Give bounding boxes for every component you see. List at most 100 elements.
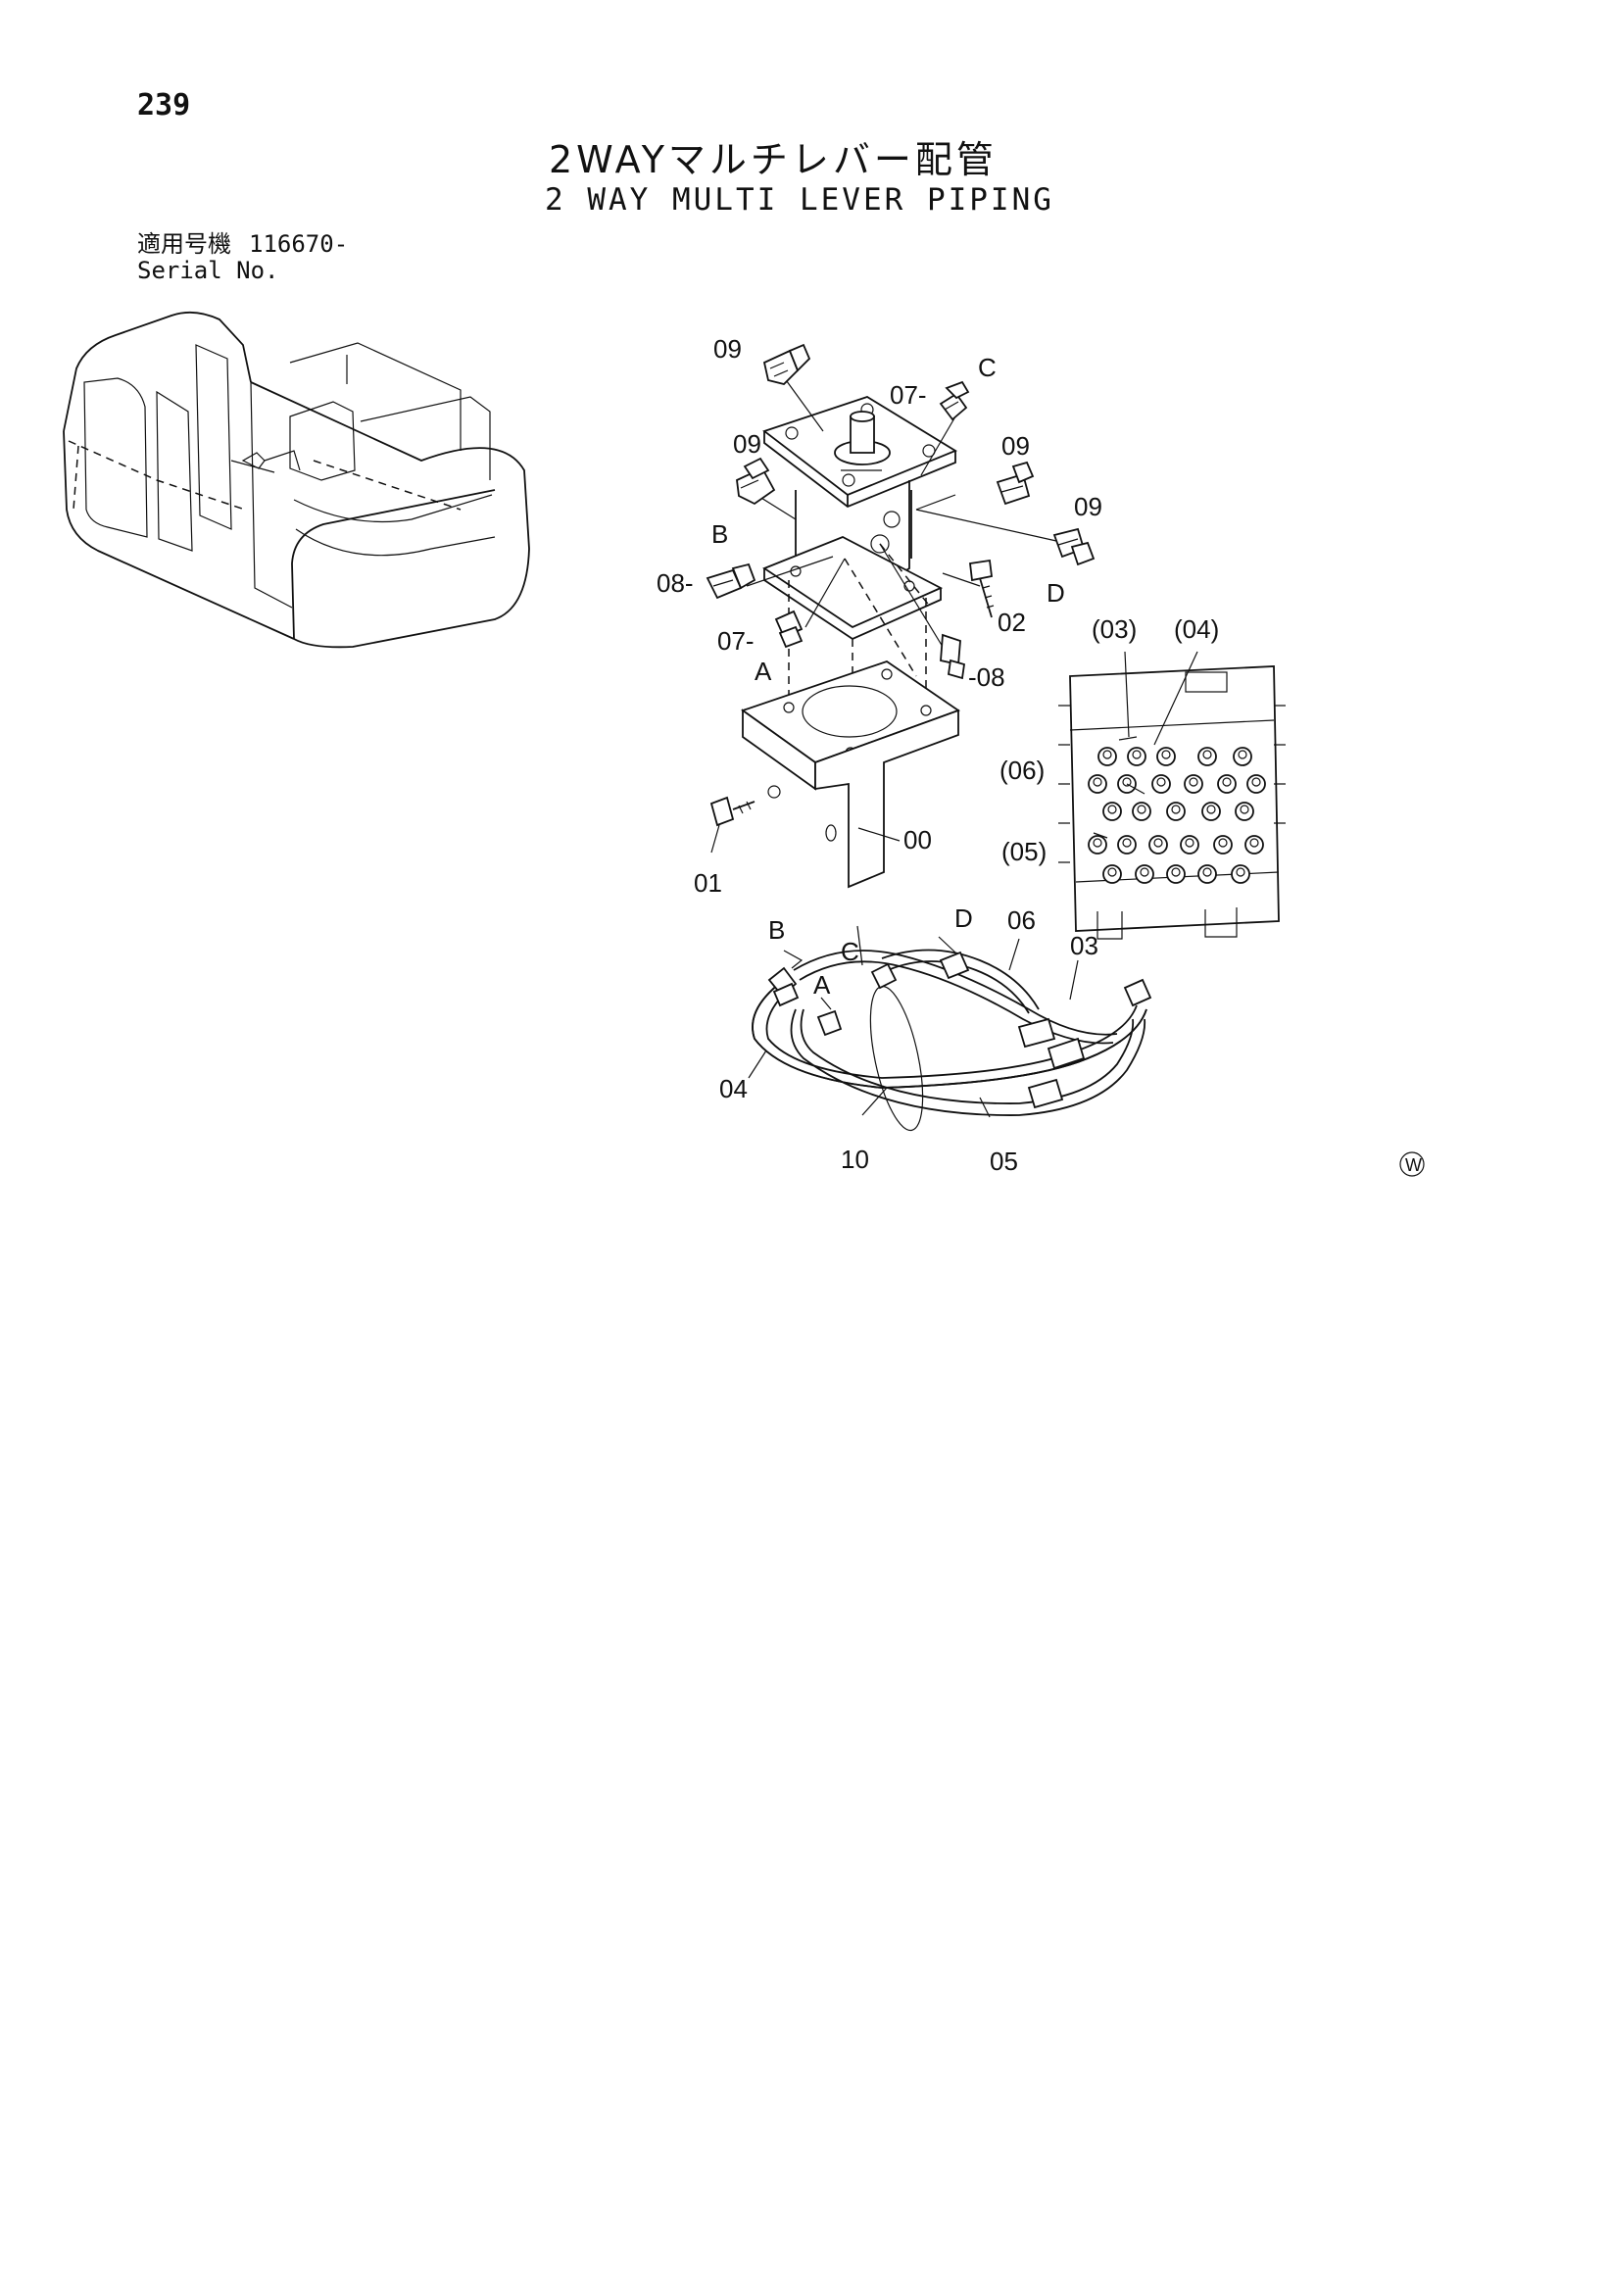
callout-03-hose: 03	[1070, 931, 1098, 960]
valve-port	[1135, 864, 1154, 884]
watermark-symbol: W	[1399, 1151, 1425, 1177]
serial-label-japanese: 適用号機	[137, 230, 231, 258]
valve-port-inner	[1189, 777, 1198, 787]
serial-label-english: Serial No.	[137, 257, 279, 284]
watermark-letter: W	[1405, 1155, 1422, 1175]
valve-port	[1097, 747, 1117, 766]
callout-01: 01	[694, 868, 722, 898]
valve-port	[1088, 774, 1107, 794]
valve-port	[1166, 802, 1186, 821]
callout-03-paren: (03)	[1092, 614, 1137, 644]
valve-port	[1184, 774, 1203, 794]
callout-09-left: 09	[733, 429, 761, 459]
callout-08-left: 08-	[657, 568, 694, 598]
callout-06-hose: 06	[1007, 905, 1036, 935]
bolt-02	[969, 559, 995, 618]
valve-port	[1235, 802, 1254, 821]
callout-00: 00	[903, 825, 932, 855]
valve-port	[1197, 864, 1217, 884]
callout-06-paren: (06)	[999, 756, 1045, 785]
valve-port-inner	[1202, 750, 1212, 759]
serial-value: 116670-	[249, 230, 349, 258]
fitting-09-right	[996, 461, 1035, 506]
valve-assembly	[746, 376, 1057, 745]
callout-08-right: -08	[968, 662, 1005, 692]
callout-10-hose: 10	[841, 1145, 869, 1174]
hose-bundle	[748, 925, 1152, 1132]
fitting-07-top-right	[939, 380, 970, 421]
excavator-overview	[63, 311, 530, 649]
valve-port-inner	[1156, 777, 1166, 787]
valve-port-inner	[1122, 838, 1132, 848]
callout-labels: 09 C 07- 09 09 09 B D 08- 02 07- A -08 0…	[657, 334, 1219, 1176]
callout-a-top: A	[755, 657, 772, 686]
valve-ports	[1088, 747, 1266, 884]
valve-port	[1117, 835, 1137, 855]
page-number: 239	[137, 88, 191, 122]
callout-04-paren: (04)	[1174, 614, 1219, 644]
fitting-09-top-left	[762, 343, 811, 385]
valve-port-inner	[1236, 867, 1245, 877]
valve-port-inner	[1222, 777, 1232, 787]
valve-port-inner	[1240, 805, 1249, 814]
bracket-00	[741, 660, 960, 889]
valve-port	[1180, 835, 1199, 855]
valve-port-inner	[1140, 867, 1149, 877]
callout-09-far-right: 09	[1074, 492, 1102, 521]
valve-port	[1102, 864, 1122, 884]
callout-05-paren: (05)	[1001, 837, 1047, 866]
valve-port-inner	[1153, 838, 1163, 848]
callout-02: 02	[998, 608, 1026, 637]
bolt-01	[709, 796, 755, 854]
valve-port	[1244, 835, 1264, 855]
callout-07-top: 07-	[890, 380, 927, 410]
page-title-english: 2 WAY MULTI LEVER PIPING	[545, 182, 1054, 218]
valve-port-inner	[1218, 838, 1228, 848]
port-leaders	[1093, 736, 1145, 839]
callout-d-top: D	[1047, 578, 1065, 608]
valve-port-inner	[1132, 750, 1142, 759]
callout-07-left: 07-	[717, 626, 755, 656]
callout-c-top: C	[978, 353, 997, 382]
valve-port	[1151, 774, 1171, 794]
valve-port-inner	[1249, 838, 1259, 848]
valve-port	[1132, 802, 1151, 821]
valve-port	[1127, 747, 1146, 766]
callout-d-hose: D	[954, 904, 973, 933]
valve-port-inner	[1251, 777, 1261, 787]
fitting-07-left	[774, 610, 804, 649]
valve-port	[1148, 835, 1168, 855]
valve-port	[1231, 864, 1250, 884]
valve-port-inner	[1107, 805, 1117, 814]
valve-port-inner	[1122, 777, 1132, 787]
valve-port-inner	[1171, 867, 1181, 877]
valve-port	[1201, 802, 1221, 821]
valve-port-inner	[1102, 750, 1112, 759]
fitting-08-left	[706, 562, 756, 600]
valve-port-inner	[1093, 838, 1102, 848]
serial-info: 適用号機 116670- Serial No.	[137, 231, 348, 284]
callout-05-hose: 05	[990, 1147, 1018, 1176]
leader-04	[1153, 651, 1198, 746]
leader-03	[1124, 651, 1130, 738]
callout-09-top-left: 09	[713, 334, 742, 364]
valve-port-inner	[1137, 805, 1146, 814]
valve-port-inner	[1206, 805, 1216, 814]
valve-port	[1213, 835, 1233, 855]
valve-port	[1233, 747, 1252, 766]
valve-port	[1197, 747, 1217, 766]
fitting-09-left	[736, 457, 776, 506]
page-title-japanese: 2WAYマルチレバー配管	[549, 138, 998, 181]
valve-port-inner	[1171, 805, 1181, 814]
valve-port-inner	[1185, 838, 1194, 848]
valve-port	[1246, 774, 1266, 794]
callout-04-hose: 04	[719, 1074, 748, 1103]
valve-port	[1217, 774, 1237, 794]
valve-port	[1166, 864, 1186, 884]
callout-c-hose: C	[841, 937, 859, 966]
fitting-08-right	[940, 633, 966, 680]
valve-port	[1088, 835, 1107, 855]
valve-port-inner	[1161, 750, 1171, 759]
valve-port-inner	[1238, 750, 1247, 759]
